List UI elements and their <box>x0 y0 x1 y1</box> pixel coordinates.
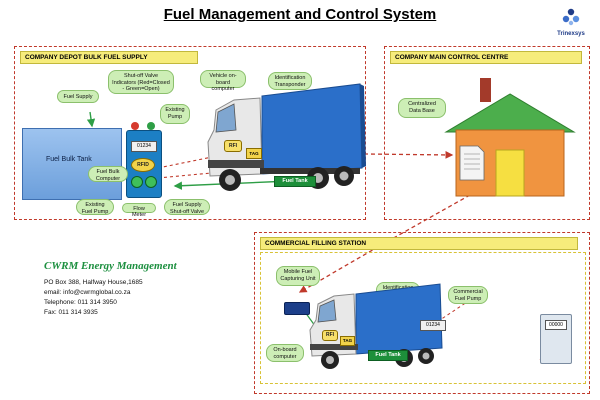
contact-phone: Telephone: 011 314 3950 <box>44 299 117 306</box>
filling-fuel-tank-tag: Fuel Tank <box>368 350 408 361</box>
contact-fax: Fax: 011 314 3935 <box>44 309 98 316</box>
mobile-unit-callout: Mobile Fuel Capturing Unit <box>276 266 320 286</box>
shutoff-indicators-callout: Shut-off Valve Indicators (Red=Closed - … <box>108 70 174 94</box>
filling-rfi-tag: RFI <box>322 330 338 341</box>
depot-fuel-tank-tag: Fuel Tank <box>274 176 316 187</box>
vehicle-computer-callout: Vehicle on-board computer <box>200 70 246 92</box>
depot-transponder-tag: TAG <box>246 148 262 159</box>
rfid-reader-icon: RFID <box>131 158 155 172</box>
depot-rfi-tag: RFI <box>224 140 242 152</box>
flow-meter-callout: Flow Meter <box>122 203 156 218</box>
pump-reading: 00000 <box>545 320 567 330</box>
trinexsys-logo: Trinexsys <box>548 6 594 40</box>
contact-block: PO Box 388, Halfway House,1685 email: in… <box>44 278 244 318</box>
filling-transponder-tag: TAG <box>340 336 355 346</box>
company-name: CWRM Energy Management <box>44 260 177 272</box>
control-zone-title: COMPANY MAIN CONTROL CENTRE <box>390 51 582 64</box>
existing-fuel-pump-callout: Existing Fuel Pump <box>76 199 114 215</box>
fuel-supply-callout: Fuel Supply <box>57 90 99 103</box>
filling-inner-area <box>260 252 586 384</box>
id-transponder-callout: Identification Transponder <box>268 72 312 90</box>
commercial-pump-callout: Commercial Fuel Pump <box>448 286 488 304</box>
filling-zone <box>254 232 590 394</box>
fuel-supply-shutoff-callout: Fuel Supply Shut-off Valve <box>164 199 210 215</box>
database-callout: Centralized Data Base <box>398 98 446 118</box>
filling-onboard-computer-callout: On-board computer <box>266 344 304 362</box>
control-house-icon <box>444 78 576 197</box>
mobile-capture-device-icon <box>284 302 310 315</box>
flow-meter-icon <box>131 176 143 188</box>
green-valve-indicator-icon <box>147 122 155 130</box>
fuel-bulk-computer-callout: Fuel Bulk Computer <box>88 166 128 182</box>
depot-zone <box>14 46 366 220</box>
depot-truck-icon <box>207 83 366 191</box>
page-title: Fuel Management and Control System <box>163 6 437 23</box>
contact-address: PO Box 388, Halfway House,1685 <box>44 279 143 286</box>
filling-zone-title: COMMERCIAL FILLING STATION <box>260 237 578 250</box>
shutoff-valve-icon <box>145 176 157 188</box>
depot-display-reading: 01234 <box>131 141 157 152</box>
existing-pump-top-callout: Existing Pump <box>160 104 190 124</box>
fuel-bulk-tank <box>22 128 122 200</box>
filling-display-reading: 01234 <box>420 320 446 331</box>
fuel-bulk-tank-label: Fuel Bulk Tank <box>46 156 92 163</box>
depot-zone-title: COMPANY DEPOT BULK FUEL SUPPLY <box>20 51 198 64</box>
contact-email[interactable]: email: info@cwrmglobal.co.za <box>44 289 131 296</box>
trinexsys-logo-icon <box>562 8 580 26</box>
red-valve-indicator-icon <box>131 122 139 130</box>
control-zone <box>384 46 590 220</box>
logo-name: Trinexsys <box>557 31 585 37</box>
